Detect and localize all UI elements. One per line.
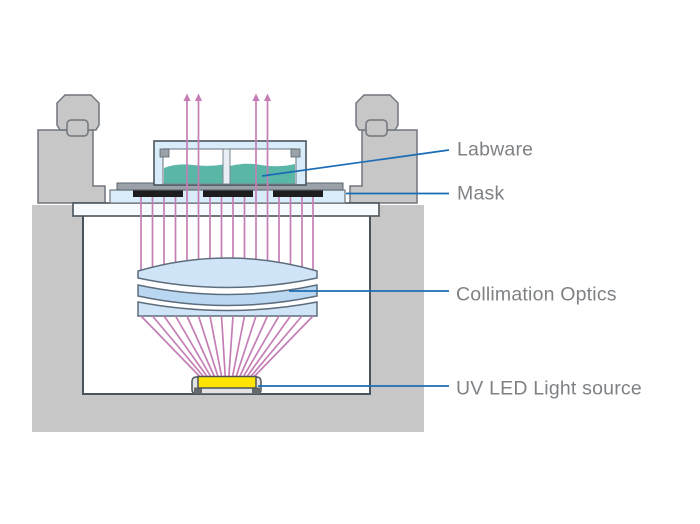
housing-chamber xyxy=(32,205,424,432)
lens-element-top xyxy=(137,257,318,289)
well-divider xyxy=(222,148,231,185)
ray-line xyxy=(197,315,220,379)
ray-line xyxy=(209,315,223,379)
led-emitter xyxy=(197,375,257,389)
left-knob-collar xyxy=(66,119,89,137)
ray-line xyxy=(231,315,246,379)
right-post xyxy=(349,129,418,204)
mask-stripe xyxy=(273,190,323,197)
label-uv-led-light-source: UV LED Light source xyxy=(456,377,642,400)
arrowhead-up-icon xyxy=(252,93,260,101)
ray-line xyxy=(140,315,202,379)
liquid-right xyxy=(230,163,295,184)
ray-line xyxy=(174,315,213,379)
right-knob-collar xyxy=(365,119,388,137)
label-labware: Labware xyxy=(457,138,534,161)
ray-line xyxy=(248,315,303,379)
tray-clip-left xyxy=(159,148,170,158)
arrowhead-up-icon xyxy=(183,93,191,101)
labware-tray xyxy=(153,140,307,186)
ray-line xyxy=(234,315,257,379)
mask-assembly xyxy=(109,189,346,204)
ray-line xyxy=(241,315,280,379)
arrowhead-up-icon xyxy=(263,93,272,101)
leader-lines xyxy=(258,149,450,387)
lens-element-bottom xyxy=(137,301,318,317)
ray-line xyxy=(252,315,314,379)
ray-line xyxy=(261,149,450,177)
uv-ray-bundle xyxy=(140,197,314,270)
mask-stripe xyxy=(133,190,183,197)
led-foot-right xyxy=(252,387,260,394)
clamp-posts xyxy=(37,94,418,204)
left-post xyxy=(37,129,106,204)
arrowhead-up-icon xyxy=(194,93,203,101)
led-foot-left xyxy=(194,387,202,394)
uv-exit-arrows xyxy=(183,93,272,197)
uv-ray-fan xyxy=(140,315,314,379)
ray-line xyxy=(220,315,227,379)
lens-element-middle xyxy=(137,284,318,307)
ray-line xyxy=(227,315,234,379)
liquid-left xyxy=(164,164,223,184)
mask-stripe xyxy=(203,190,253,197)
ray-line xyxy=(238,315,269,379)
collimation-optics-lens xyxy=(137,257,318,317)
ray-line xyxy=(186,315,216,379)
ray-line xyxy=(151,315,206,379)
ray-line xyxy=(245,315,292,379)
label-mask: Mask xyxy=(457,182,505,205)
label-collimation-optics: Collimation Optics xyxy=(456,283,617,306)
stage-plate xyxy=(72,202,380,217)
uv-led-assembly xyxy=(191,375,262,395)
ray-line xyxy=(163,315,209,379)
tray-clip-right xyxy=(290,148,301,158)
